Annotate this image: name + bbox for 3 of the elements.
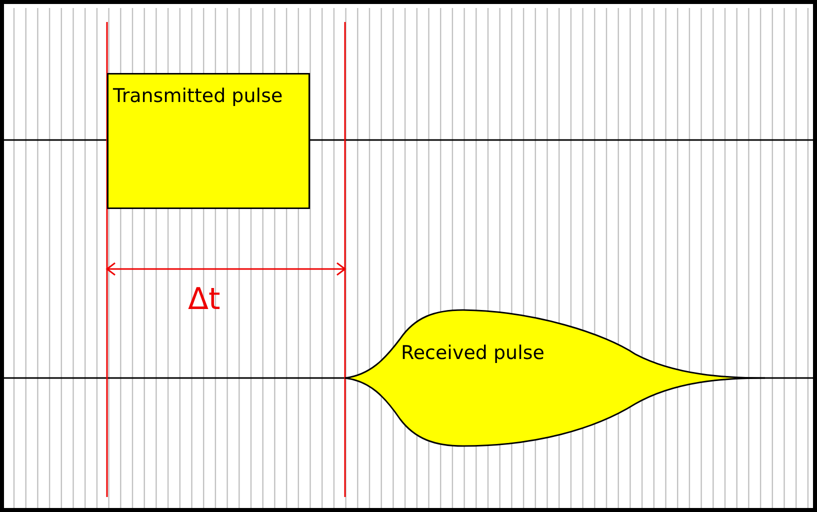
- pulse-label: Received pulse: [401, 342, 544, 364]
- time-delay-label: Δt: [188, 282, 220, 317]
- pulse-label: Transmitted pulse: [113, 85, 283, 107]
